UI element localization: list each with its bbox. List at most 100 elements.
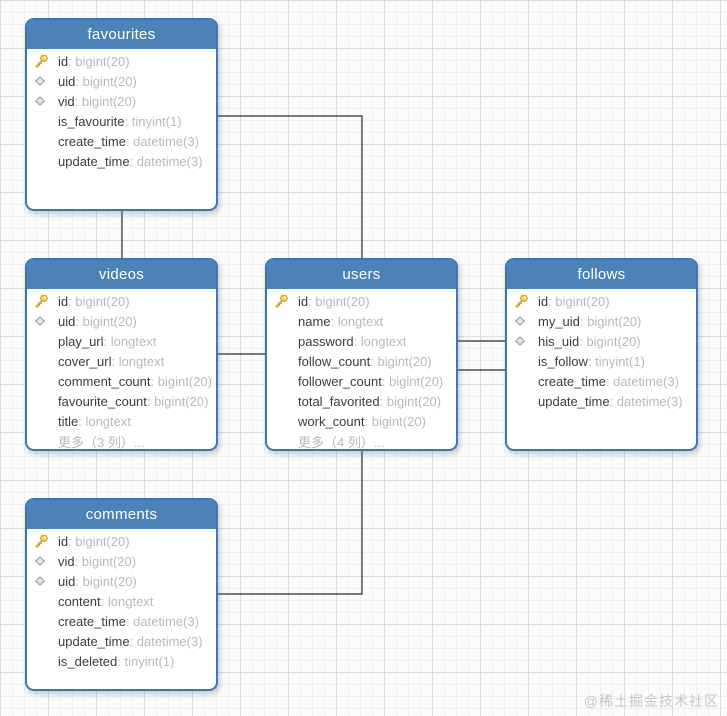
field-type: : bigint(20) bbox=[381, 373, 444, 389]
field-row: update_time: datetime(3) bbox=[27, 631, 216, 651]
field-row: vid: bigint(20) bbox=[27, 91, 216, 111]
table-title[interactable]: videos bbox=[27, 260, 216, 289]
field-name: is_favourite bbox=[58, 113, 125, 129]
field-row: uid: bigint(20) bbox=[27, 71, 216, 91]
field-row: comment_count: bigint(20) bbox=[27, 371, 216, 391]
field-name: play_url bbox=[58, 333, 104, 349]
more-columns-row[interactable]: 更多（3 列）... bbox=[27, 431, 216, 450]
field-type: : bigint(20) bbox=[146, 393, 209, 409]
field-type: : datetime(3) bbox=[129, 153, 203, 169]
field-row: follow_count: bigint(20) bbox=[267, 351, 456, 371]
field-name: vid bbox=[58, 553, 75, 569]
primary-key-icon bbox=[34, 54, 58, 68]
field-type: : bigint(20) bbox=[68, 53, 130, 69]
primary-key-icon bbox=[34, 294, 58, 308]
field-name: total_favorited bbox=[298, 393, 380, 409]
field-row: my_uid: bigint(20) bbox=[507, 311, 696, 331]
connector-favourites-to-users bbox=[218, 115, 363, 258]
field-row: id: bigint(20) bbox=[507, 291, 696, 311]
primary-key-icon bbox=[514, 294, 538, 308]
foreign-key-diamond-icon bbox=[34, 95, 58, 107]
field-name: uid bbox=[58, 573, 76, 589]
field-type: : bigint(20) bbox=[74, 93, 137, 109]
table-field-list: id : bigint(20) vid: bigint(20)uid: bigint… bbox=[27, 529, 216, 671]
field-name: content bbox=[58, 593, 101, 609]
field-name: title bbox=[58, 413, 79, 429]
field-row: name: longtext bbox=[267, 311, 456, 331]
field-type: : longtext bbox=[100, 593, 154, 609]
table-field-list: id: bigint(20)uid: bigint(20)play_url: l… bbox=[27, 289, 216, 450]
field-type: : longtext bbox=[103, 333, 157, 349]
foreign-key-diamond-icon bbox=[34, 315, 58, 327]
field-type: : bigint(20) bbox=[68, 293, 130, 309]
field-name: id bbox=[58, 53, 69, 69]
primary-key-icon bbox=[274, 294, 298, 308]
watermark: @稀土掘金技术社区 bbox=[583, 693, 719, 709]
field-type: : bigint(20) bbox=[364, 413, 426, 429]
foreign-key-diamond-icon bbox=[514, 315, 538, 327]
field-row: favourite_count: bigint(20) bbox=[27, 391, 216, 411]
field-name: name bbox=[298, 313, 331, 329]
field-row: total_favorited: bigint(20) bbox=[267, 391, 456, 411]
field-row: cover_url: longtext bbox=[27, 351, 216, 371]
field-row: work_count: bigint(20) bbox=[267, 411, 456, 431]
field-row: password: longtext bbox=[267, 331, 456, 351]
field-name: create_time bbox=[538, 373, 606, 389]
field-type: : bigint(20) bbox=[579, 313, 642, 329]
foreign-key-diamond-icon bbox=[34, 575, 58, 587]
field-row: play_url: longtext bbox=[27, 331, 216, 351]
field-row: is_favourite: tinyint(1) bbox=[27, 111, 216, 131]
field-name: uid bbox=[58, 73, 76, 89]
field-type: : longtext bbox=[330, 313, 384, 329]
field-type: : tinyint(1) bbox=[117, 653, 175, 669]
field-name: id bbox=[298, 293, 309, 309]
field-type: : bigint(20) bbox=[308, 293, 370, 309]
field-name: my_uid bbox=[538, 313, 580, 329]
field-row: id: bigint(20) bbox=[267, 291, 456, 311]
more-columns-row[interactable]: 更多（4 列）... bbox=[267, 431, 456, 450]
field-name: create_time bbox=[58, 613, 126, 629]
field-name: is_follow bbox=[538, 353, 588, 369]
field-name: update_time bbox=[538, 393, 610, 409]
table-title[interactable]: users bbox=[267, 260, 456, 289]
field-name: work_count bbox=[298, 413, 365, 429]
field-type: : datetime(3) bbox=[125, 133, 199, 149]
field-type: : bigint(20) bbox=[150, 373, 212, 389]
field-row: vid: bigint(20) bbox=[27, 551, 216, 571]
field-name: password bbox=[298, 333, 354, 349]
table-title[interactable]: favourites bbox=[27, 20, 216, 49]
field-type: : bigint(20) bbox=[579, 333, 641, 349]
field-row: his_uid: bigint(20) bbox=[507, 331, 696, 351]
field-type: : tinyint(1) bbox=[587, 353, 645, 369]
field-row: is_deleted: tinyint(1) bbox=[27, 651, 216, 671]
field-type: : datetime(3) bbox=[605, 373, 679, 389]
field-type: : bigint(20) bbox=[370, 353, 432, 369]
field-name: is_deleted bbox=[58, 653, 118, 669]
field-type: : longtext bbox=[78, 413, 131, 429]
field-name: cover_url bbox=[58, 353, 112, 369]
table-title[interactable]: follows bbox=[507, 260, 696, 289]
field-row: id: bigint(20) bbox=[27, 51, 216, 71]
field-name: id bbox=[58, 533, 69, 549]
field-type: : bigint(20) bbox=[75, 573, 137, 589]
field-row: id: bigint(20) bbox=[27, 291, 216, 311]
field-row: update_time: datetime(3) bbox=[507, 391, 696, 411]
table-title[interactable]: comments bbox=[27, 500, 216, 529]
table-field-list: id: bigint(20)uid: bigint(20)vid: bigint… bbox=[27, 49, 216, 171]
field-name: follower_count bbox=[298, 373, 382, 389]
field-type: : datetime(3) bbox=[125, 613, 199, 629]
field-row: create_time: datetime(3) bbox=[507, 371, 696, 391]
field-type: : bigint(20) bbox=[75, 73, 137, 89]
field-type: : tinyint(1) bbox=[124, 113, 182, 129]
field-name: comment_count bbox=[58, 373, 151, 389]
field-name: id bbox=[58, 293, 69, 309]
field-row: uid: bigint(20) bbox=[27, 571, 216, 591]
